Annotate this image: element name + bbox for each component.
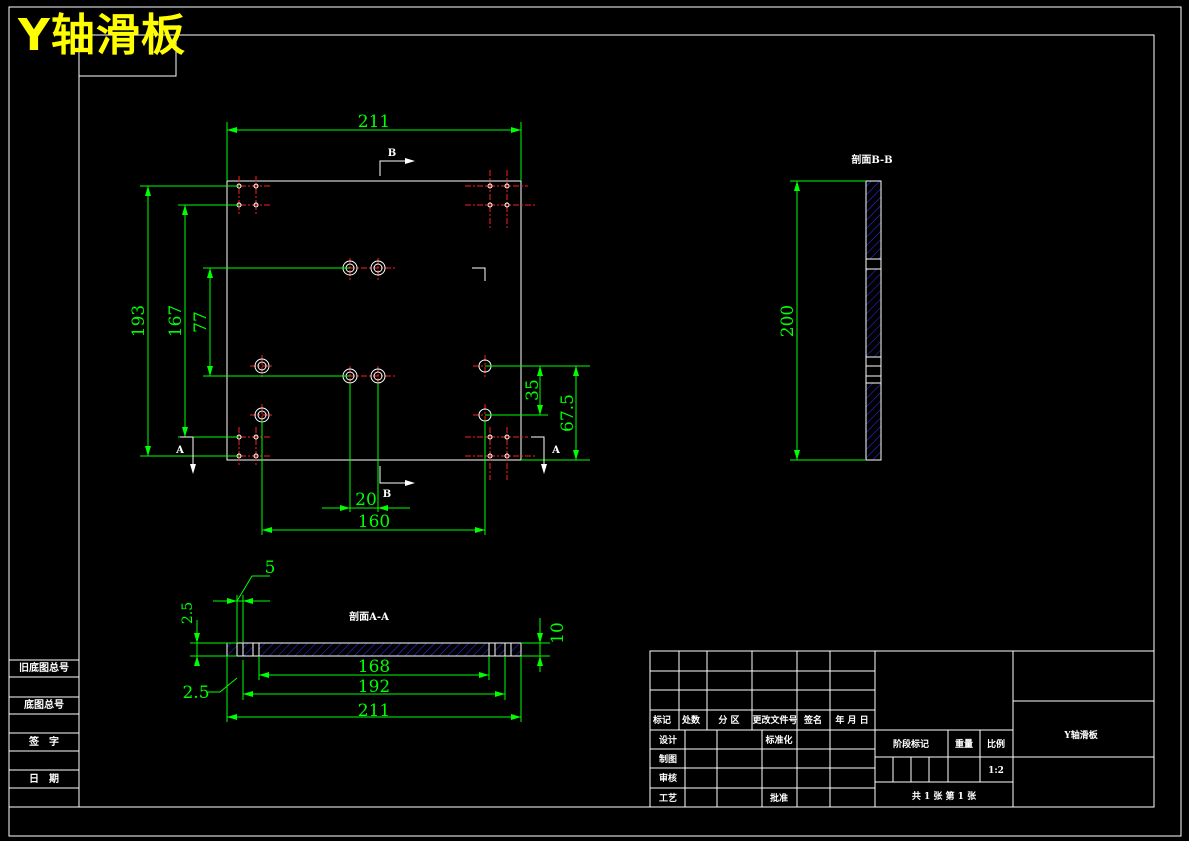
side-column: [8, 659, 80, 808]
side-label-drawing-no: 底图总号: [24, 698, 64, 711]
section-bb-view: 200 剖面B-B: [778, 153, 893, 461]
section-marker-a-left: A: [175, 445, 184, 456]
dim-167: 167: [166, 305, 186, 337]
tb-row-process: 工艺: [659, 792, 677, 804]
dim-67-5: 67.5: [558, 394, 578, 432]
tb-header-mark: 标记: [652, 714, 671, 726]
plate-outline: [226, 180, 522, 461]
corner-hole-centerlines: [228, 170, 535, 480]
section-bb-body: [865, 180, 882, 461]
inner-border: [78, 34, 1155, 808]
tb-row-approval: 批准: [770, 792, 788, 804]
tb-part-name: Y轴滑板: [1063, 729, 1098, 741]
tb-sheet-count: 共 1 张 第 1 张: [912, 790, 977, 802]
side-label-date: 日 期: [29, 772, 59, 785]
tb-stage-mark: 阶段标记: [893, 738, 929, 750]
dim-160: 160: [358, 512, 390, 532]
dim-2-5-top: 2.5: [180, 602, 196, 624]
top-view-arrowheads: [145, 127, 579, 533]
tb-scale: 比例: [987, 738, 1005, 750]
tb-header-date: 年 月 日: [835, 714, 868, 726]
tb-header-count: 处数: [681, 714, 701, 726]
corner-holes: [236, 183, 510, 459]
dim-20: 20: [355, 490, 377, 510]
tb-weight: 重量: [955, 738, 973, 750]
section-bb-dimension: [790, 180, 866, 461]
side-label-old-drawing-no: 旧底图总号: [19, 661, 69, 674]
title-block-text: 标记 处数 分 区 更改文件号 签名 年 月 日 设计 标准化 制图 审核 工艺…: [652, 714, 1099, 804]
dim-193: 193: [129, 305, 149, 337]
tb-row-standardization: 标准化: [764, 734, 792, 746]
dim-top-width: 211: [358, 112, 390, 132]
top-view-dimension-lines: [140, 122, 590, 535]
tb-row-review: 审核: [659, 772, 677, 784]
tb-scale-value: 1:2: [988, 766, 1004, 776]
top-view: 211 193 167 77 35 67.5 20 160 B B A A: [129, 112, 590, 535]
section-marker-b-bottom: B: [383, 489, 391, 500]
dim-192: 192: [358, 677, 390, 697]
title-stamp-box: [78, 34, 177, 77]
section-marker-b-top: B: [388, 148, 396, 159]
side-label-signature: 签 字: [28, 735, 59, 748]
tb-row-design: 设计: [659, 734, 677, 746]
title-block: [649, 650, 1155, 808]
section-aa-label: 剖面A-A: [349, 610, 389, 623]
section-aa-dimension-lines: [190, 575, 550, 722]
section-aa-body: [226, 642, 522, 657]
dim-168: 168: [358, 657, 390, 677]
dim-200: 200: [778, 305, 798, 337]
section-bb-label: 剖面B-B: [851, 153, 892, 166]
dim-211-bottom: 211: [358, 701, 390, 721]
tb-header-change-doc: 更改文件号: [752, 714, 797, 726]
tb-header-signature: 签名: [803, 714, 822, 726]
outer-border: [8, 6, 1182, 837]
dim-10: 10: [548, 622, 568, 644]
tb-header-zone: 分 区: [718, 714, 739, 726]
tb-row-drafting: 制图: [659, 753, 677, 765]
section-marker-a-right: A: [551, 445, 560, 456]
dim-35: 35: [523, 379, 543, 401]
dim-77: 77: [191, 311, 211, 333]
main-holes: [254, 260, 492, 423]
dim-5: 5: [265, 558, 276, 578]
dim-2-5-bottom: 2.5: [182, 683, 209, 703]
drawing-title: Y轴滑板: [18, 10, 186, 61]
section-aa-view: 5 2.5 2.5 10 168 192 211 剖面A-A: [180, 558, 568, 722]
